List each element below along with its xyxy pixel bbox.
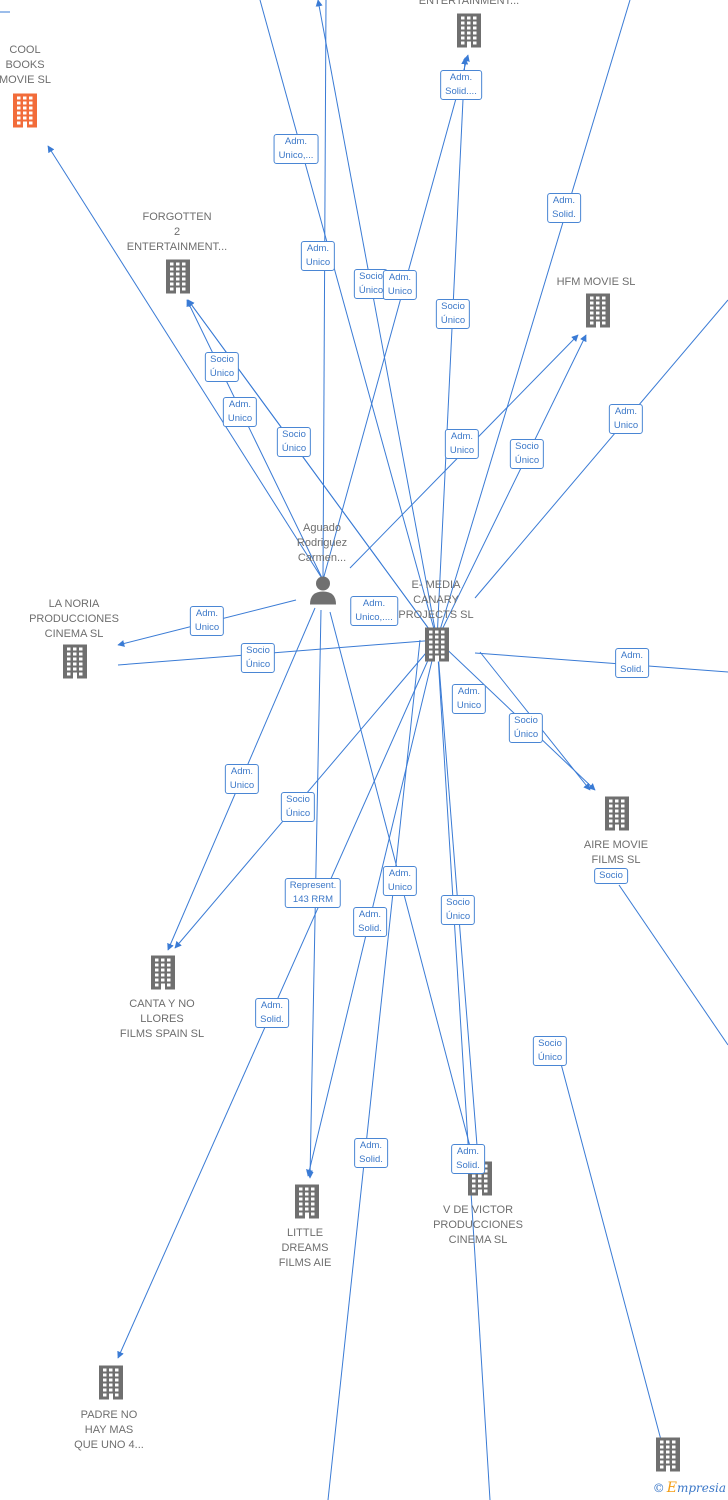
node-label-forgotten[interactable]: FORGOTTEN 2 ENTERTAINMENT... (126, 211, 228, 253)
edge-label: Socio Único (276, 427, 312, 457)
edge-label: Socio Único (435, 299, 471, 329)
empresia-logo[interactable]: ©Empresia (653, 1480, 726, 1496)
building-icon[interactable] (163, 259, 193, 299)
building-icon[interactable] (10, 93, 40, 133)
building-icon[interactable] (653, 1437, 683, 1477)
relation-edge (259, 0, 438, 641)
building-icon[interactable] (292, 1184, 322, 1224)
brand-initial: E (666, 1480, 677, 1496)
relation-edge (436, 639, 491, 1500)
node-label-canta[interactable]: CANTA Y NO LLORES FILMS SPAIN SL (119, 998, 205, 1040)
building-icon[interactable] (60, 644, 90, 684)
edge-label: Socio Único (508, 713, 544, 743)
edge-label: Adm. Unico (382, 866, 418, 896)
edge-label: Adm. Unico (222, 397, 258, 427)
relation-edge (474, 652, 728, 673)
relation-edge (186, 299, 324, 581)
node-label-top_ent[interactable]: ENTERTAINMENT... (418, 0, 520, 7)
edge-label: Socio Único (532, 1036, 568, 1066)
building-icon[interactable] (422, 627, 452, 667)
edge-label: Adm. Unico,.... (350, 596, 398, 626)
edge-label: Adm. Solid. (547, 193, 581, 223)
relation-edge (618, 884, 728, 1046)
edge-label: Adm. Solid.... (440, 70, 482, 100)
edge-label: Socio (594, 868, 628, 884)
edge-label: Socio Único (440, 895, 476, 925)
edge-label: Adm. Solid. (255, 998, 289, 1028)
edge-label: Socio Único (204, 352, 240, 382)
building-icon[interactable] (583, 293, 613, 333)
relation-edge (474, 299, 728, 599)
edge-label: Adm. Unico,... (273, 134, 319, 164)
building-icon[interactable] (602, 796, 632, 836)
edge-label: Adm. Unico (224, 764, 260, 794)
node-label-little[interactable]: LITTLE DREAMS FILMS AIE (278, 1227, 332, 1269)
relation-edge (436, 0, 631, 641)
edge-label: Adm. Unico (189, 606, 225, 636)
brand-name: mpresia (676, 1481, 726, 1495)
node-label-aguado[interactable]: Aguado Rodriguez Carmen... (296, 522, 348, 564)
edge-label: Adm. Solid. (615, 648, 649, 678)
node-label-noria[interactable]: LA NORIA PRODUCCIONES CINEMA SL (29, 598, 119, 640)
building-icon[interactable] (454, 13, 484, 53)
edge-label: Adm. Solid. (354, 1138, 388, 1168)
node-label-emedia[interactable]: E- MEDIA CANARY PROJECTS SL (398, 579, 474, 621)
node-label-victor[interactable]: V DE VICTOR PRODUCCIONES CINEMA SL (433, 1204, 523, 1246)
edge-label: Socio Único (240, 643, 276, 673)
node-label-hfm[interactable]: HFM MOVIE SL (556, 276, 636, 288)
relation-edge (47, 145, 324, 581)
edge-label: Adm. Solid. (353, 907, 387, 937)
relation-edge (315, 0, 438, 641)
edge-label: Adm. Unico (444, 429, 480, 459)
node-label-cool[interactable]: COOL BOOKS MOVIE SL (0, 44, 51, 86)
edge-label: Socio Único (509, 439, 545, 469)
copyright-symbol: © (652, 1481, 665, 1495)
relation-edge (117, 639, 438, 666)
edge-label: Represent. 143 RRM (284, 878, 342, 908)
edge-label: Adm. Unico (300, 241, 336, 271)
relation-edge (322, 0, 327, 581)
building-icon[interactable] (148, 955, 178, 995)
person-icon[interactable] (308, 575, 338, 610)
building-icon[interactable] (96, 1365, 126, 1405)
node-label-padre[interactable]: PADRE NO HAY MAS QUE UNO 4... (74, 1409, 144, 1451)
relation-edge (322, 54, 470, 581)
edge-label: Adm. Unico (451, 684, 487, 714)
edge-label: Socio Único (280, 792, 316, 822)
edge-label: Adm. Unico (382, 270, 418, 300)
relation-edge (559, 1059, 662, 1441)
relation-edge (327, 639, 421, 1500)
relation-edge (436, 57, 469, 641)
edge-label: Adm. Unico (608, 404, 644, 434)
edge-label: Adm. Solid. (451, 1144, 485, 1174)
relation-edge (436, 334, 587, 641)
node-label-aire[interactable]: AIRE MOVIE FILMS SL (583, 839, 649, 866)
